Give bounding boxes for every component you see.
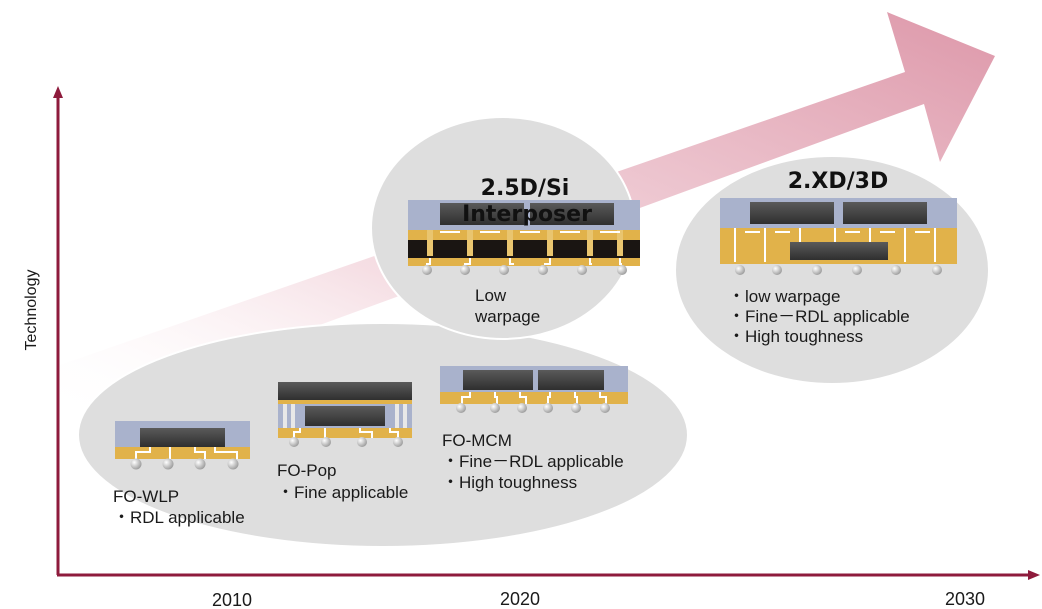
- xd3d-feature-2: ・Fine－RDL applicable: [728, 307, 910, 326]
- fo-pop-name: FO-Pop: [277, 461, 337, 480]
- fo-pop-package: [278, 382, 412, 447]
- xd3d-feature-1: ・low warpage: [728, 287, 840, 306]
- x-tick-2010: 2010: [212, 590, 252, 609]
- xd3d-feature-3: ・High toughness: [728, 327, 863, 346]
- fo-mcm-feature-1: ・Fine－RDL applicable: [442, 452, 624, 471]
- fo-wlp-package: [115, 421, 250, 470]
- si-interposer-title-line2: Interposer: [462, 202, 592, 227]
- x-axis-arrowhead: [1028, 570, 1040, 580]
- fo-wlp-name: FO-WLP: [113, 487, 179, 506]
- fo-mcm-feature-2: ・High toughness: [442, 473, 577, 492]
- y-axis-arrowhead: [53, 86, 63, 98]
- fo-wlp-feature-1: ・RDL applicable: [113, 508, 245, 527]
- si-interposer-feature-1: Low: [475, 286, 507, 305]
- si-interposer-title-line1: 2.5D/Si: [481, 176, 570, 201]
- si-interposer-package: [408, 200, 640, 275]
- fo-mcm-name: FO-MCM: [442, 431, 512, 450]
- fo-pop-feature-1: ・Fine applicable: [277, 483, 408, 502]
- x-tick-2020: 2020: [500, 589, 540, 609]
- si-interposer-feature-2: warpage: [474, 307, 540, 326]
- xd3d-package: [720, 198, 957, 275]
- fo-mcm-package: [440, 366, 628, 413]
- y-axis-label: Technology: [23, 270, 40, 351]
- x-tick-2030: 2030: [945, 589, 985, 609]
- xd3d-title: 2.XD/3D: [788, 169, 889, 194]
